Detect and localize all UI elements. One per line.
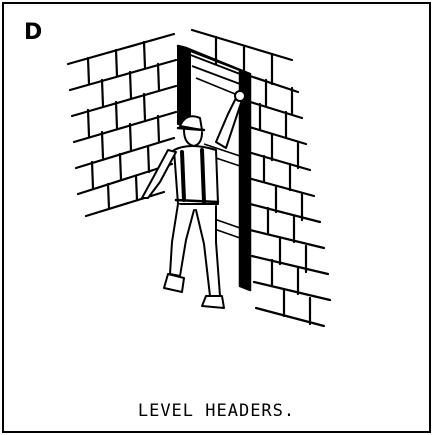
illustration — [4, 4, 429, 431]
caption: LEVEL HEADERS. — [4, 403, 429, 420]
